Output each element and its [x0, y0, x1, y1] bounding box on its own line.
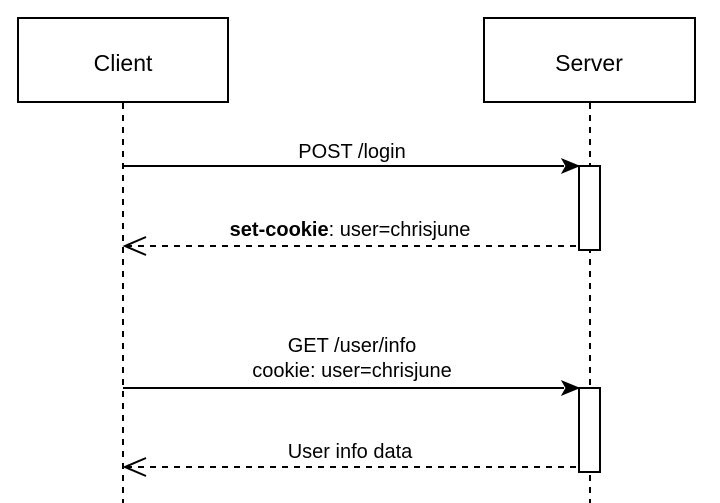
server-label: Server	[555, 50, 623, 76]
server-box	[483, 17, 696, 103]
set-cookie-key: set-cookie	[230, 219, 329, 241]
filled-arrowhead-icon	[560, 157, 581, 175]
login-response-message: set-cookie: user=chrisjune	[122, 219, 579, 256]
info-response-label: User info data	[288, 441, 413, 463]
info-response-message: User info data	[122, 441, 579, 477]
filled-arrowhead-icon	[560, 379, 581, 397]
server-activation-1	[578, 165, 601, 251]
open-arrowhead-icon	[122, 457, 147, 477]
set-cookie-value: : user=chrisjune	[329, 219, 471, 241]
login-request-message: POST /login	[123, 141, 581, 175]
info-request-label-line2: cookie: user=chrisjune	[252, 360, 452, 382]
info-request-label-line1: GET /user/info	[288, 335, 417, 357]
server-activation-2	[578, 387, 601, 473]
client-participant: Client	[17, 17, 229, 103]
login-response-label: set-cookie: user=chrisjune	[230, 219, 471, 241]
open-arrowhead-icon	[122, 236, 147, 256]
server-participant: Server	[483, 17, 696, 103]
client-box	[17, 17, 229, 103]
client-label: Client	[94, 50, 153, 76]
login-request-label: POST /login	[298, 141, 405, 163]
info-request-message: GET /user/info cookie: user=chrisjune	[123, 335, 581, 397]
